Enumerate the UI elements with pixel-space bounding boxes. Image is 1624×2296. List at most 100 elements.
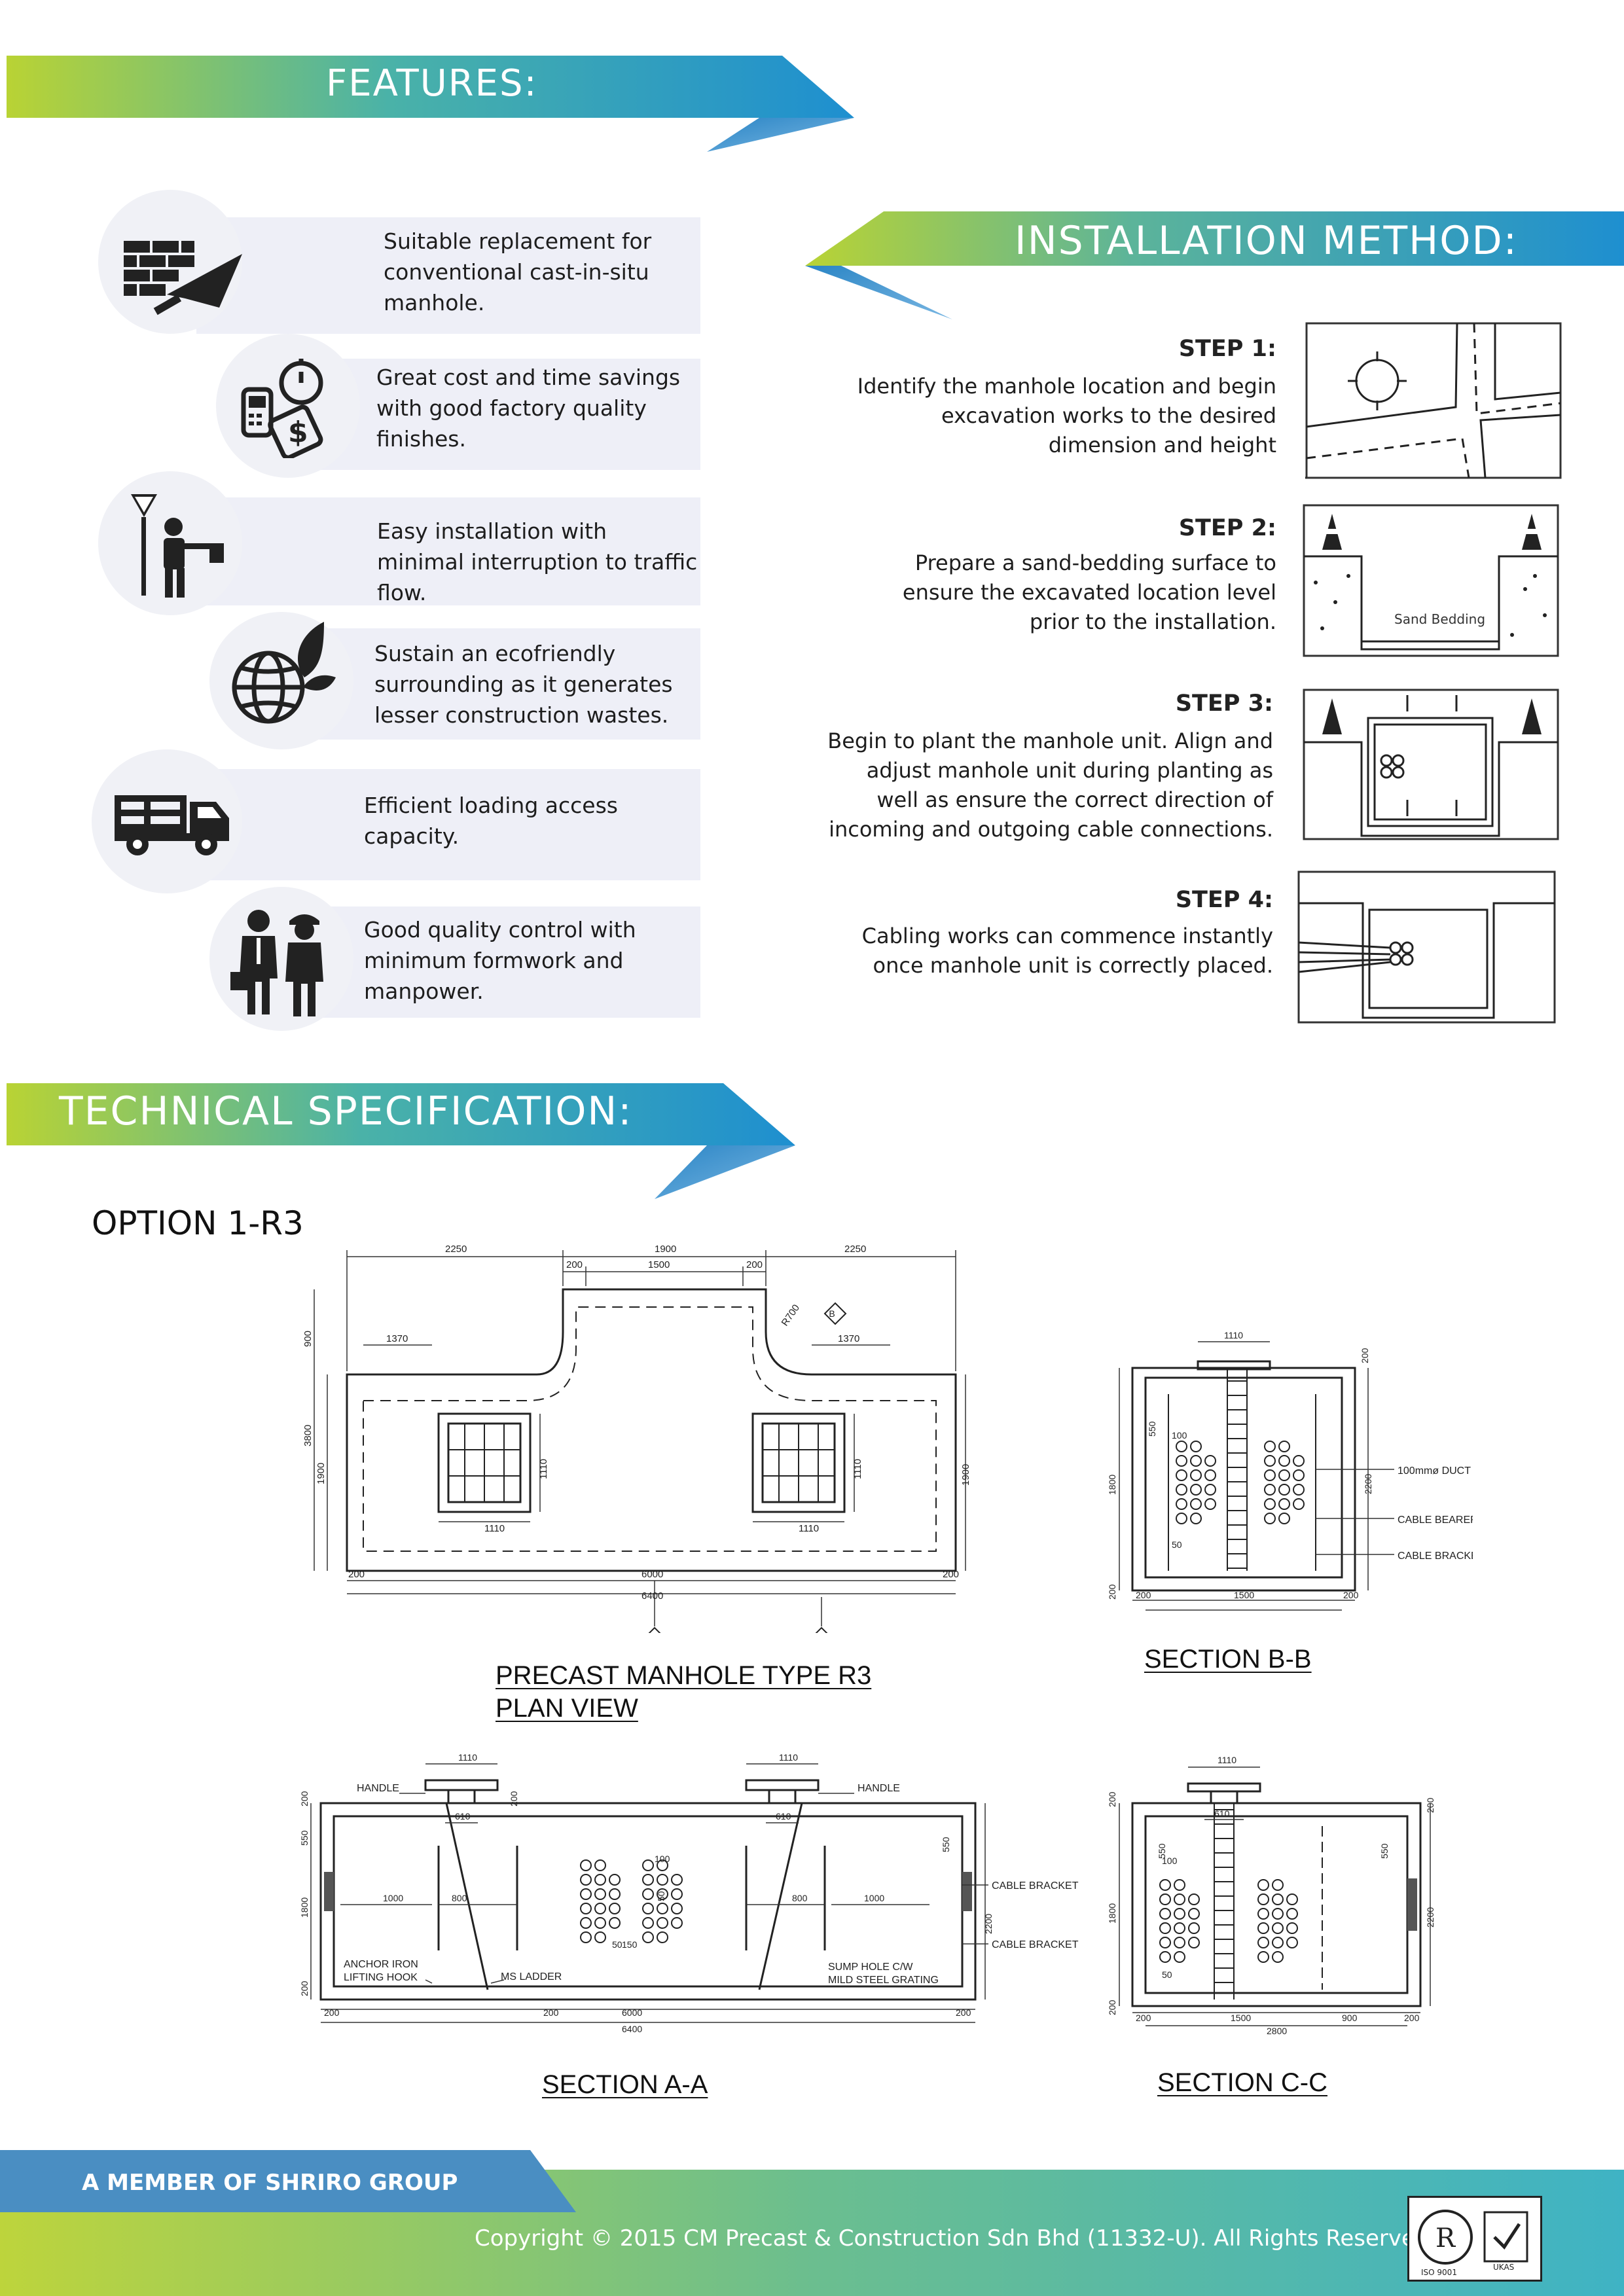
section-cc-label: SECTION C-C xyxy=(1157,2068,1327,2097)
step-1-diagram xyxy=(1305,322,1562,479)
svg-text:CABLE BEARER: CABLE BEARER xyxy=(1398,1515,1473,1526)
svg-text:6400: 6400 xyxy=(641,1590,663,1602)
svg-text:HANDLE: HANDLE xyxy=(357,1783,399,1794)
svg-text:MS LADDER: MS LADDER xyxy=(501,1971,562,1982)
svg-text:200: 200 xyxy=(1360,1348,1370,1363)
svg-text:550: 550 xyxy=(1379,1843,1390,1859)
svg-text:100: 100 xyxy=(1172,1430,1187,1441)
svg-text:200: 200 xyxy=(348,1569,365,1580)
svg-text:R700: R700 xyxy=(780,1302,802,1328)
svg-text:550: 550 xyxy=(299,1830,310,1846)
workers-icon xyxy=(230,910,323,1016)
technical-banner xyxy=(7,1083,795,1199)
svg-text:1110: 1110 xyxy=(799,1523,819,1534)
svg-text:800: 800 xyxy=(452,1893,467,1903)
step-3-diagram xyxy=(1303,689,1559,840)
step-4-diagram xyxy=(1297,870,1556,1024)
svg-text:CABLE BRACKET: CABLE BRACKET xyxy=(992,1939,1079,1950)
svg-text:1110: 1110 xyxy=(538,1459,549,1479)
svg-text:1110: 1110 xyxy=(779,1754,798,1763)
traffic-flagman-icon xyxy=(131,494,224,598)
svg-text:200: 200 xyxy=(566,1259,583,1270)
svg-text:1900: 1900 xyxy=(655,1244,676,1255)
section-bb-drawing: 1110 200 2200 1800 200 1500 200 200 550 … xyxy=(1107,1330,1473,1611)
svg-text:610: 610 xyxy=(1214,1808,1230,1819)
svg-text:200: 200 xyxy=(299,1981,310,1996)
svg-text:1900: 1900 xyxy=(316,1463,327,1484)
feature-text-5: Efficient loading access capacity. xyxy=(364,793,618,849)
footer-band xyxy=(0,2150,1624,2296)
svg-text:2800: 2800 xyxy=(1267,2026,1287,2036)
svg-text:1110: 1110 xyxy=(458,1754,477,1763)
svg-text:1110: 1110 xyxy=(484,1523,505,1534)
svg-text:2250: 2250 xyxy=(445,1244,467,1255)
svg-text:200: 200 xyxy=(746,1259,763,1270)
feature-text-6: Good quality control with minimum formwo… xyxy=(364,917,636,1004)
step-1-title: STEP 1: xyxy=(1178,336,1276,362)
truck-icon xyxy=(115,795,229,855)
svg-text:LIFTING HOOK: LIFTING HOOK xyxy=(344,1972,418,1983)
svg-text:6000: 6000 xyxy=(641,1569,663,1580)
feature-row-bg xyxy=(196,769,700,880)
svg-text:200: 200 xyxy=(543,2007,559,2018)
svg-text:1800: 1800 xyxy=(299,1897,310,1918)
svg-text:100: 100 xyxy=(1162,1856,1178,1866)
svg-text:1000: 1000 xyxy=(864,1893,884,1903)
svg-text:50: 50 xyxy=(612,1939,623,1950)
svg-text:1000: 1000 xyxy=(383,1893,403,1903)
svg-text:R: R xyxy=(1435,2223,1456,2253)
installation-banner xyxy=(805,211,1624,319)
step-2-title: STEP 2: xyxy=(1178,515,1276,541)
svg-text:1370: 1370 xyxy=(386,1333,408,1344)
svg-text:200: 200 xyxy=(1107,2000,1117,2015)
feature-icon-bg xyxy=(216,334,360,478)
feature-text-4: Sustain an ecofriendly surrounding as it… xyxy=(374,641,673,728)
svg-text:150: 150 xyxy=(622,1939,638,1950)
step-2-diagram: Sand Bedding xyxy=(1303,504,1559,657)
svg-text:2200: 2200 xyxy=(1363,1474,1373,1494)
step-1-text: Identify the manhole location and begin … xyxy=(857,374,1276,457)
svg-text:200: 200 xyxy=(1343,1590,1359,1600)
svg-text:200: 200 xyxy=(956,2007,971,2018)
feature-text-2: Great cost and time savings with good fa… xyxy=(376,365,681,452)
feature-icon-bg xyxy=(209,887,353,1031)
svg-text:1110: 1110 xyxy=(1224,1330,1243,1340)
svg-text:610: 610 xyxy=(776,1811,791,1821)
section-aa-drawing: 1110 1110 610 610 1000 800 800 1000 550 … xyxy=(299,1754,1079,2034)
svg-text:200: 200 xyxy=(1425,1797,1435,1813)
sand-bedding-label: Sand Bedding xyxy=(1394,611,1485,627)
svg-text:200: 200 xyxy=(1107,1584,1117,1600)
svg-text:200: 200 xyxy=(1136,1590,1151,1600)
svg-text:100: 100 xyxy=(655,1854,670,1864)
svg-text:CABLE BRACKET: CABLE BRACKET xyxy=(1398,1551,1473,1562)
svg-text:550: 550 xyxy=(1147,1421,1157,1437)
svg-text:2200: 2200 xyxy=(983,1914,994,1934)
svg-text:550: 550 xyxy=(1157,1843,1167,1859)
option-label: OPTION 1-R3 xyxy=(92,1204,304,1242)
svg-text:1110: 1110 xyxy=(1218,1755,1236,1765)
svg-text:200: 200 xyxy=(1404,2013,1420,2023)
svg-text:200: 200 xyxy=(943,1569,959,1580)
feature-text-1: Suitable replacement for conventional ca… xyxy=(384,228,652,315)
copyright-text: Copyright © 2015 CM Precast & Constructi… xyxy=(475,2225,1430,2251)
section-cc-drawing: 1110 610 200 1800 200 200 2200 550 550 1… xyxy=(1107,1755,1435,2036)
feature-row-bg xyxy=(196,497,700,605)
installation-title: INSTALLATION METHOD: xyxy=(1015,218,1518,264)
svg-text:6000: 6000 xyxy=(622,2007,642,2018)
svg-text:200: 200 xyxy=(1136,2013,1151,2023)
svg-text:MILD STEEL GRATING: MILD STEEL GRATING xyxy=(828,1975,939,1986)
svg-text:50: 50 xyxy=(1172,1539,1182,1550)
svg-text:200: 200 xyxy=(509,1791,519,1806)
svg-text:1800: 1800 xyxy=(1107,1475,1117,1495)
plan-view-drawing: 2250 1900 1500 200 200 2250 1370 1370 11… xyxy=(302,1244,971,1633)
step-4-title: STEP 4: xyxy=(1175,887,1273,913)
svg-text:610: 610 xyxy=(455,1811,471,1821)
section-bb-label: SECTION B-B xyxy=(1144,1645,1312,1674)
step-3-text: Begin to plant the manhole unit. Align a… xyxy=(827,728,1273,842)
svg-text:2250: 2250 xyxy=(844,1244,866,1255)
step-3-title: STEP 3: xyxy=(1175,691,1273,717)
svg-text:200: 200 xyxy=(324,2007,340,2018)
feature-row-bg xyxy=(196,217,700,334)
svg-text:100mmø DUCT WAY: 100mmø DUCT WAY xyxy=(1398,1465,1473,1477)
svg-text:1370: 1370 xyxy=(838,1333,859,1344)
